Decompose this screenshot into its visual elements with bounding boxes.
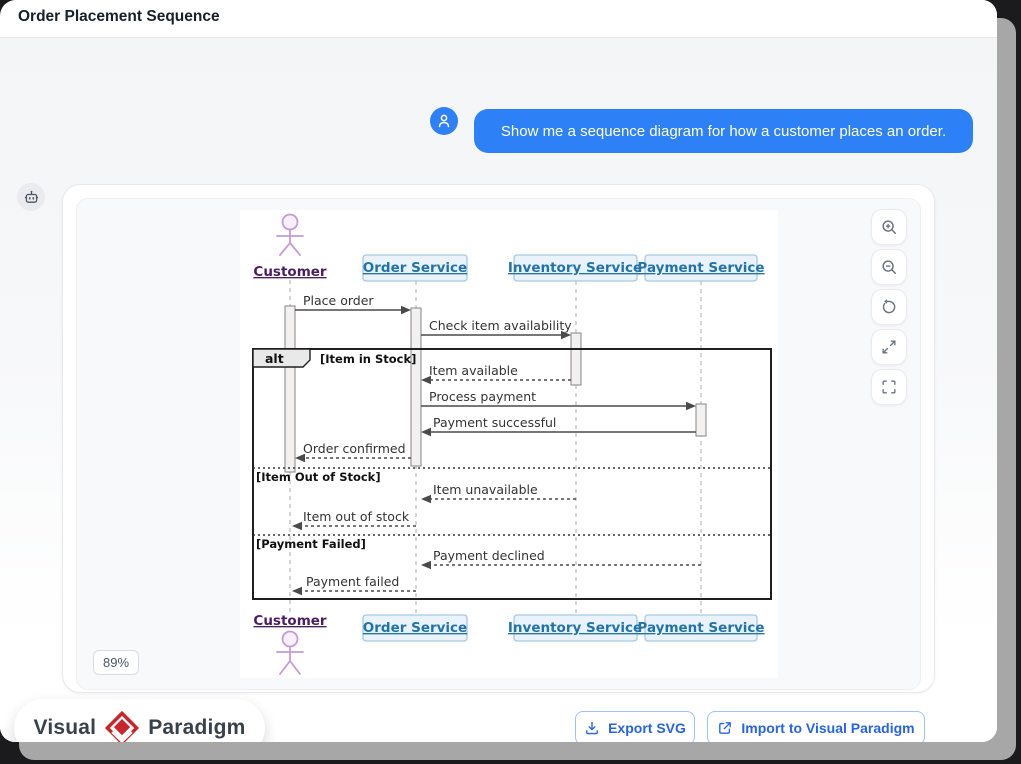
- message-label: Item unavailable: [433, 482, 538, 497]
- user-icon: [438, 114, 450, 128]
- participant-payment-service-bottom[interactable]: Payment Service: [637, 614, 765, 642]
- logo-word-visual: Visual: [33, 716, 97, 739]
- import-to-visual-paradigm-label: Import to Visual Paradigm: [741, 720, 915, 736]
- messages: Place order Check item availability Item…: [292, 293, 701, 596]
- reset-view-button[interactable]: [871, 289, 907, 325]
- participant-label: Order Service: [363, 260, 467, 276]
- participant-label: Payment Service: [637, 620, 764, 636]
- app-window: Order Placement Sequence Show me a seque…: [0, 0, 997, 742]
- logo-word-paradigm: Paradigm: [148, 716, 246, 739]
- diagram-canvas[interactable]: Customer Order Service Inventory Service…: [240, 210, 778, 678]
- participant-payment-service-top[interactable]: Payment Service: [637, 254, 765, 282]
- fullscreen-button[interactable]: [871, 369, 907, 405]
- export-svg-label: Export SVG: [608, 720, 686, 736]
- alt-operator: alt: [265, 351, 284, 366]
- user-avatar: [430, 107, 458, 135]
- content-area: Show me a sequence diagram for how a cus…: [0, 38, 997, 742]
- expand-button[interactable]: [871, 329, 907, 365]
- reset-icon: [882, 299, 896, 314]
- participant-label: Payment Service: [637, 260, 764, 276]
- guard-item-in-stock: [Item in Stock]: [320, 352, 416, 366]
- user-message-bubble: Show me a sequence diagram for how a cus…: [474, 109, 973, 153]
- message-label: Item available: [429, 363, 518, 378]
- actor-customer-bottom[interactable]: Customer: [253, 613, 327, 675]
- window-header: Order Placement Sequence: [0, 0, 997, 38]
- sequence-diagram-svg: Customer Order Service Inventory Service…: [252, 213, 772, 675]
- zoom-in-icon: [882, 220, 897, 235]
- zoom-level-badge: 89%: [93, 650, 140, 675]
- participant-order-service-bottom[interactable]: Order Service: [362, 614, 468, 642]
- visual-paradigm-logo[interactable]: Visual Paradigm: [14, 699, 265, 742]
- message-label: Item out of stock: [303, 509, 410, 524]
- message-label: Check item availability: [429, 318, 572, 333]
- participant-label: Inventory Service: [508, 620, 642, 636]
- page-title: Order Placement Sequence: [18, 8, 220, 25]
- visual-paradigm-diamond-icon: [105, 710, 140, 742]
- participant-label: Customer: [253, 613, 327, 629]
- download-icon: [586, 721, 598, 735]
- message-label: Order confirmed: [303, 441, 406, 456]
- guard-payment-failed: [Payment Failed]: [256, 537, 366, 551]
- import-to-visual-paradigm-button[interactable]: Import to Visual Paradigm: [707, 711, 925, 742]
- robot-icon: [24, 190, 38, 203]
- activation-bars: [284, 305, 707, 473]
- message-label: Place order: [303, 293, 374, 308]
- zoom-out-button[interactable]: [871, 249, 907, 285]
- participant-inventory-service-bottom[interactable]: Inventory Service: [508, 614, 642, 642]
- external-link-icon: [719, 722, 732, 734]
- fullscreen-icon: [882, 380, 896, 394]
- participant-label: Customer: [253, 264, 327, 280]
- participant-label: Order Service: [363, 620, 467, 636]
- zoom-out-icon: [882, 260, 897, 275]
- message-label: Payment failed: [306, 574, 399, 589]
- participant-order-service-top[interactable]: Order Service: [362, 254, 468, 282]
- message-label: Process payment: [429, 389, 536, 404]
- zoom-in-button[interactable]: [871, 209, 907, 245]
- actor-customer-top[interactable]: Customer: [253, 213, 327, 281]
- guard-item-out-of-stock: [Item Out of Stock]: [256, 470, 381, 484]
- assistant-badge: [17, 183, 45, 211]
- alt-operator-pentagon: [252, 348, 311, 368]
- export-svg-button[interactable]: Export SVG: [575, 711, 695, 742]
- participant-inventory-service-top[interactable]: Inventory Service: [508, 254, 642, 282]
- canvas-toolbar: [871, 209, 907, 409]
- message-label: Payment declined: [433, 548, 545, 563]
- message-label: Payment successful: [433, 415, 556, 430]
- expand-icon: [882, 340, 896, 354]
- participant-label: Inventory Service: [508, 260, 642, 276]
- alt-fragment: alt [Item in Stock] [Item Out of Stock] …: [252, 348, 772, 600]
